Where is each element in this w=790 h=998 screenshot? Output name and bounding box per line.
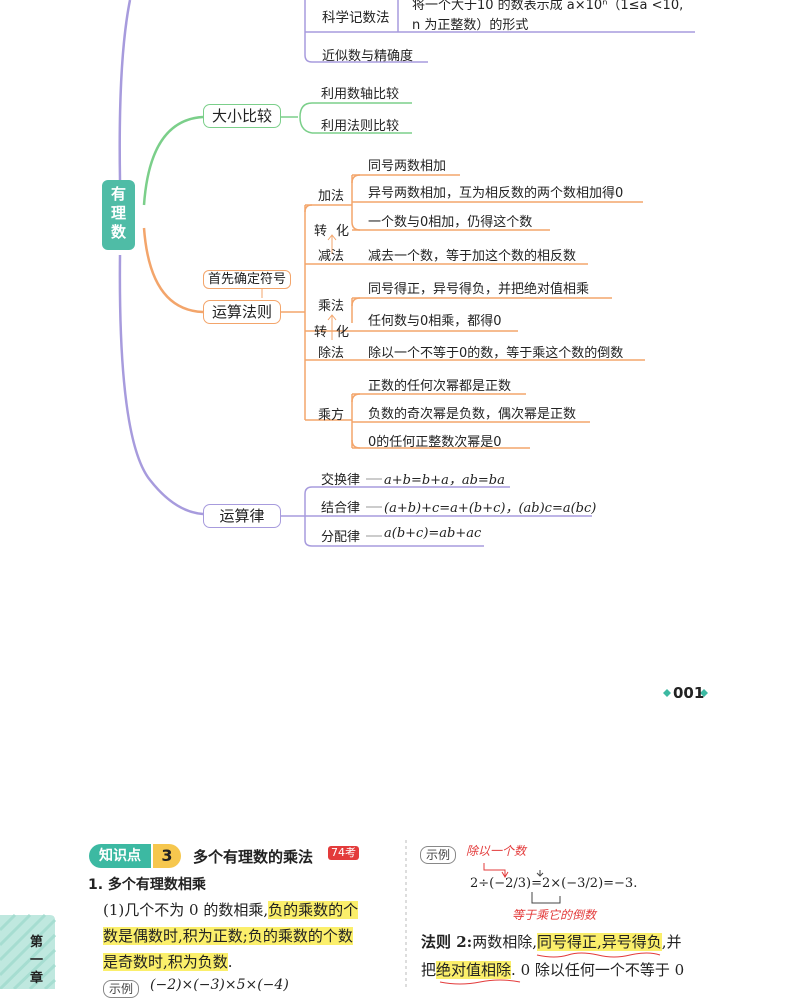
mul-label: 乘法 [318,299,345,314]
rules-node: 运算法则 [203,300,281,324]
compare-label: 大小比较 [211,107,272,125]
laws-node: 运算律 [203,504,281,528]
knowledge-point-badge: 知识点 [89,844,151,868]
rules-label: 运算法则 [211,303,272,321]
laws-label: 运算律 [219,507,265,525]
para-line1: (1)几个不为 0 的数相乘,负的乘数的个 [103,897,403,923]
para-plain: (1)几个不为 0 的数相乘, [103,901,269,919]
root-label: 有理数 [110,185,126,241]
mul-item: 同号得正，异号得负，并把绝对值相乘 [368,282,590,297]
add-label: 加法 [318,189,345,204]
law-name: 交换律 [321,473,361,488]
para-line2: 数是偶数时,积为正数;负的乘数的个数 [103,923,403,949]
exam-tag: 74考 [328,846,359,860]
rules-note: 首先确定符号 [203,270,292,289]
rule2-highlight: 同号得正,异号得负 [536,933,662,951]
rule2-line2-highlight: 绝对值相除 [436,961,512,979]
para-highlight: 数是偶数时,积为正数;负的乘数的个数 [103,927,353,945]
kp-title: 多个有理数的乘法 [193,848,314,866]
add-item: 一个数与0相加，仍得这个数 [368,215,533,230]
transform-char: 转 [314,325,328,340]
law-name: 结合律 [321,501,361,516]
sci-notation-label: 科学记数法 [322,10,390,26]
pow-item: 0的任何正整数次幂是0 [368,435,502,450]
compare-item: 利用法则比较 [321,119,400,134]
law-formula: (a+b)+c=a+(b+c)，(ab)c=a(bc) [384,501,597,516]
chapter-tab[interactable]: 第一章 [30,934,48,988]
note-top: 除以一个数 [466,844,527,858]
law-formula: a+b=b+a，ab=ba [384,473,505,488]
page-number: 001 [673,684,705,702]
example-expression: (−2)×(−3)×5×(−4) [150,977,289,993]
law-name: 分配律 [321,530,361,545]
compare-item: 利用数轴比较 [321,87,400,102]
rule2-line2: 把绝对值相除. 0 除以任何一个不等于 0 [421,957,711,983]
sub-desc: 减去一个数，等于加这个数的相反数 [368,249,577,264]
knowledge-point-number: 3 [153,844,181,868]
add-item: 异号两数相加，互为相反数的两个数相加得0 [368,186,624,201]
division-formula: 2÷(−2/3)=2×(−3/2)=−3. [470,876,638,891]
law-formula: a(b+c)=ab+ac [384,526,482,541]
rule2-end: ,并 [661,933,682,951]
pow-item: 负数的奇次幂是负数，偶次幂是正数 [368,407,577,422]
example-tag: 示例 [103,980,140,998]
para-highlight: 是奇数时,积为负数 [103,953,228,971]
root-node: 有理数 [102,180,135,250]
note-bottom: 等于乘它的倒数 [512,908,597,922]
rule2-text: 两数相除, [472,933,537,951]
kp-label: 知识点 [99,848,141,864]
sci-notation-desc-line1: 将一个大于10 的数表示成 a×10ⁿ（1≤a <10, [412,0,684,13]
sci-notation-desc-line2: n 为正整数）的形式 [412,18,529,33]
transform-char: 化 [336,224,350,239]
transform-char: 转 [314,224,328,239]
rule2-line2-a: 把 [421,961,437,979]
section-heading: 1. 多个有理数相乘 [88,877,206,893]
para-line3: 是奇数时,积为负数. [103,949,403,975]
transform-char: 化 [336,325,350,340]
para-highlight: 负的乘数的个 [268,901,359,919]
approx-label: 近似数与精确度 [322,49,414,64]
compare-node: 大小比较 [203,104,281,128]
kp-num-text: 3 [161,846,173,865]
pow-label: 乘方 [318,408,345,423]
div-label: 除法 [318,346,345,361]
para-end: . [227,953,233,971]
pow-item: 正数的任何次幂都是正数 [368,379,512,394]
rules-note-text: 首先确定符号 [208,272,287,287]
side-example-tag: 示例 [420,846,457,864]
chapter-tab-label: 第一章 [30,935,44,986]
add-item: 同号两数相加 [368,159,447,174]
rule2-line2-b: . 0 除以任何一个不等于 0 [511,961,685,979]
div-desc: 除以一个不等于0的数，等于乘这个数的倒数 [368,346,624,361]
sub-label: 减法 [318,249,345,264]
rule2-line1: 法则 2:两数相除,同号得正,异号得负,并 [421,929,711,955]
mul-item: 任何数与0相乘，都得0 [368,314,502,329]
rule2-label: 法则 2: [421,933,473,951]
